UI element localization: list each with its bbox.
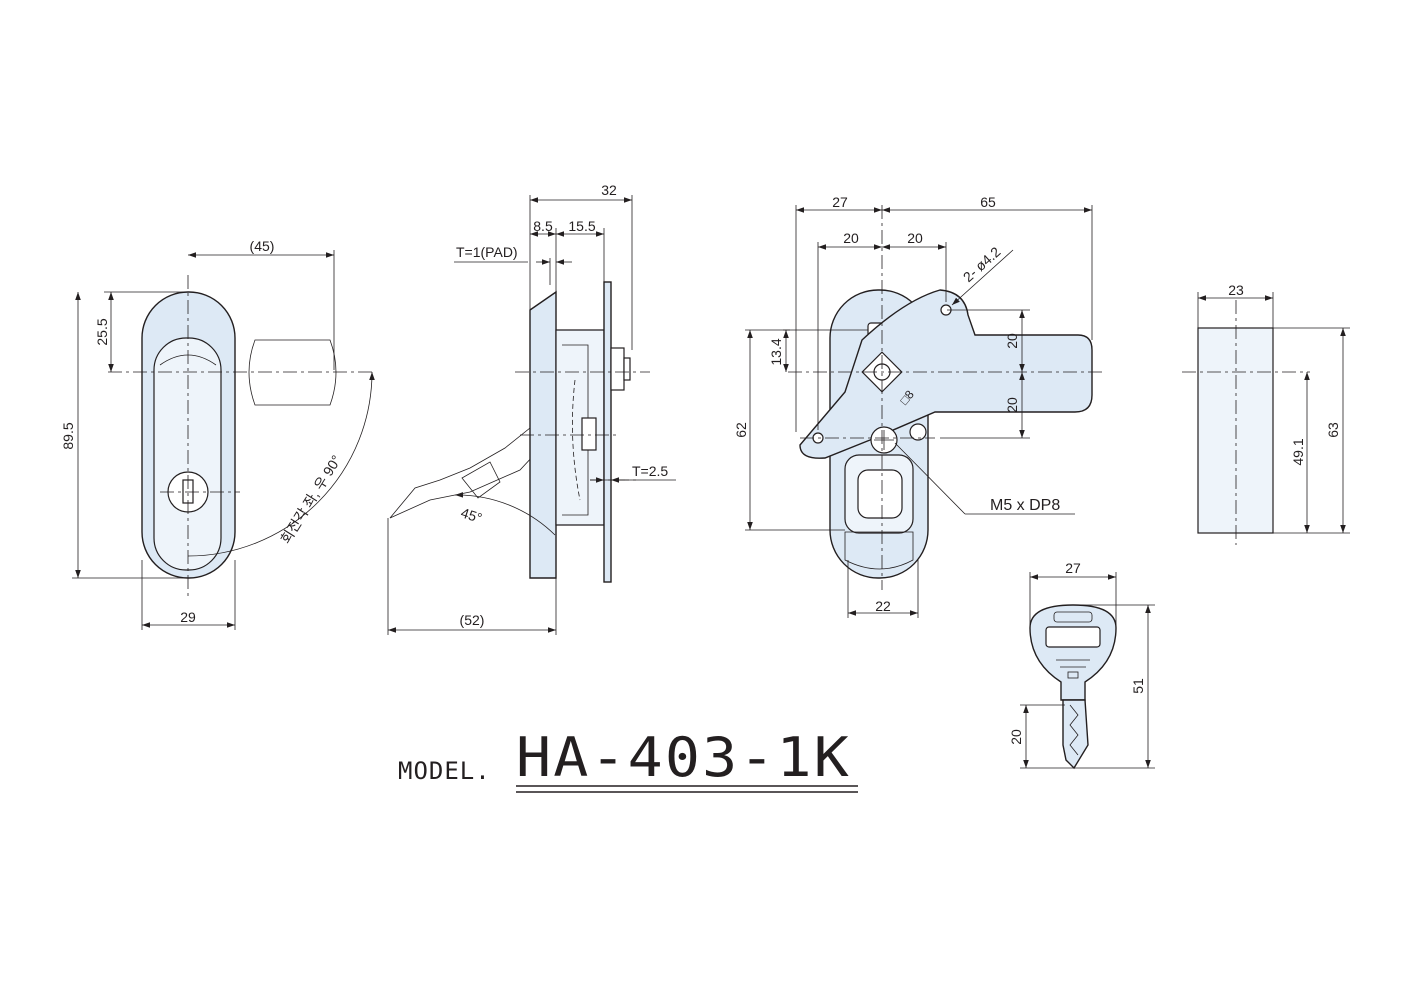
model-prefix: MODEL. bbox=[398, 757, 491, 785]
rotation-arc bbox=[187, 371, 375, 557]
hex-nut bbox=[610, 347, 625, 391]
dim-23: 23 bbox=[1228, 282, 1244, 298]
screw-note: M5 x DP8 bbox=[990, 497, 1060, 514]
block-view: 23 49.1 63 bbox=[1182, 282, 1350, 545]
side-view: 32 8.5 15.5 T=1(PAD) T=2.5 45° (52) bbox=[387, 182, 676, 635]
dim-22: 22 bbox=[875, 598, 891, 614]
dim-62: 62 bbox=[733, 422, 749, 438]
key-dim-20: 20 bbox=[1008, 729, 1024, 745]
key-dim-27: 27 bbox=[1065, 560, 1081, 576]
key-head bbox=[1029, 604, 1117, 701]
rotation-note: 회전각 좌, 우 90° bbox=[277, 452, 344, 546]
front-handle bbox=[153, 337, 222, 571]
dim-20-d: 20 bbox=[1004, 397, 1020, 413]
cam-latch bbox=[799, 289, 1093, 459]
dim-13-4: 13.4 bbox=[768, 338, 784, 365]
block-body bbox=[1197, 327, 1274, 534]
rear-dim-27: 27 bbox=[832, 194, 848, 210]
angle-45: 45° bbox=[459, 504, 484, 526]
plate-note: T=2.5 bbox=[632, 463, 668, 479]
dim-29: 29 bbox=[180, 609, 196, 625]
dim-52: (52) bbox=[460, 612, 485, 628]
front-view: (45) 25.5 89.5 29 회전각 좌, 우 90° bbox=[60, 238, 375, 630]
dim-45: (45) bbox=[250, 238, 275, 254]
dim-20-a: 20 bbox=[843, 230, 859, 246]
dim-63: 63 bbox=[1325, 422, 1341, 438]
dim-51: 51 bbox=[1130, 678, 1146, 694]
model-title: MODEL. HA-403-1K bbox=[398, 726, 858, 793]
dim-49-1: 49.1 bbox=[1290, 438, 1306, 465]
panel-plate bbox=[603, 281, 612, 583]
rear-view: 27 65 20 20 2- ø4.2 13.4 62 20 20 □8 M5 … bbox=[733, 194, 1105, 618]
key-blade bbox=[1062, 699, 1089, 770]
swing-ghost bbox=[248, 339, 337, 406]
dim-32: 32 bbox=[601, 182, 617, 198]
dim-20-b: 20 bbox=[907, 230, 923, 246]
dim-15-5: 15.5 bbox=[568, 218, 595, 234]
pad-note: T=1(PAD) bbox=[456, 244, 518, 260]
dim-20-c: 20 bbox=[1004, 333, 1020, 349]
dim-8-5: 8.5 bbox=[533, 218, 553, 234]
dim-25-5: 25.5 bbox=[94, 318, 110, 345]
key-view: 27 51 20 bbox=[1008, 560, 1155, 770]
model-number: HA-403-1K bbox=[516, 726, 851, 789]
dim-89-5: 89.5 bbox=[60, 422, 76, 449]
side-housing bbox=[555, 329, 605, 526]
dim-65: 65 bbox=[980, 194, 996, 210]
